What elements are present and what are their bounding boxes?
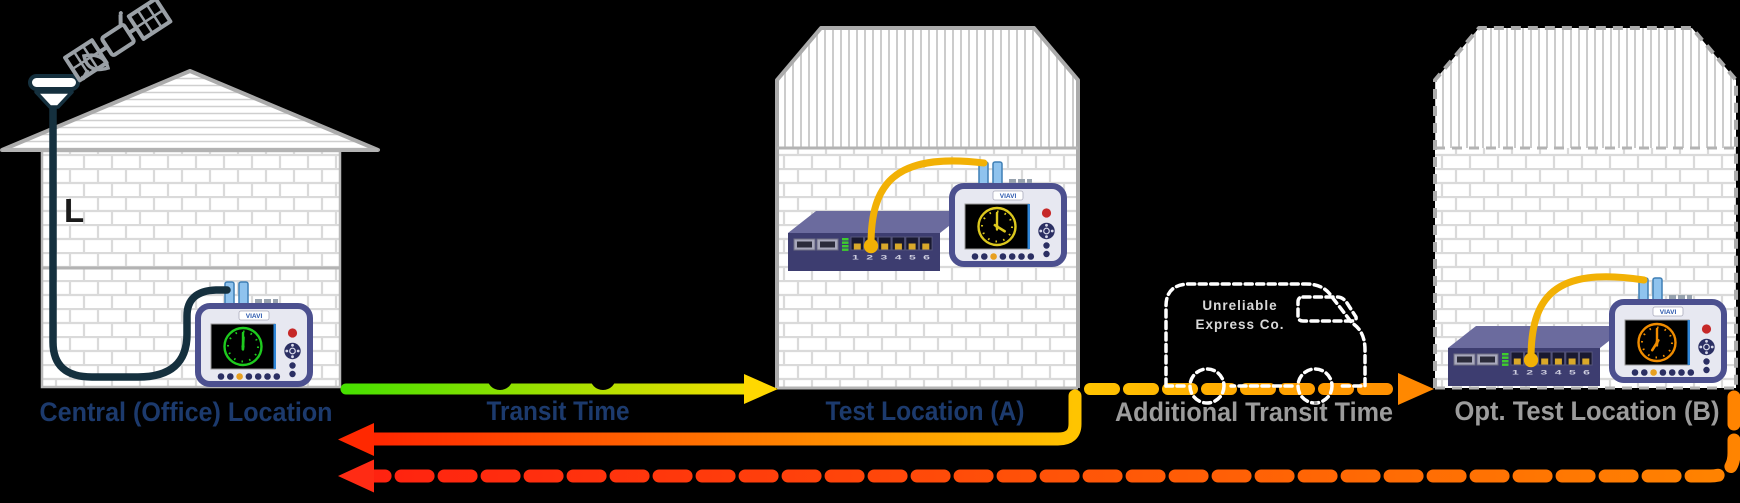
sfp-cage bbox=[1453, 353, 1499, 366]
clock-yellow bbox=[977, 206, 1017, 247]
test-device-central: VIAVI bbox=[195, 281, 313, 387]
function-button bbox=[289, 362, 296, 369]
switch-top bbox=[1448, 326, 1628, 348]
test-device-b: VIAVI bbox=[1609, 277, 1727, 383]
antenna-cable bbox=[49, 94, 231, 381]
test-device-a: VIAVI bbox=[949, 161, 1067, 267]
building-a-outline bbox=[775, 26, 1080, 388]
function-button bbox=[1703, 358, 1710, 365]
device-screen bbox=[210, 323, 276, 370]
building-b-outline bbox=[1433, 26, 1738, 388]
brand-pill bbox=[992, 190, 1024, 201]
van-text-line1: Unreliable bbox=[1202, 298, 1277, 313]
delivery-van-icon: Unreliable Express Co. bbox=[1164, 282, 1367, 405]
truck-icon bbox=[450, 302, 656, 390]
return-arrow-solid bbox=[338, 389, 1082, 456]
clock-orange bbox=[1637, 322, 1677, 363]
arrowhead-right bbox=[744, 374, 778, 404]
network-switch-b: 1 2 3 4 5 6 bbox=[1448, 326, 1628, 386]
bottom-buttons bbox=[217, 373, 281, 380]
satellite-icon bbox=[63, 0, 173, 83]
patch-cable-b bbox=[1523, 273, 1648, 368]
nav-pad bbox=[1698, 338, 1715, 356]
additional-transit-arrow-forward bbox=[1084, 373, 1434, 405]
nav-pad bbox=[1038, 222, 1055, 240]
gps-antenna-icon bbox=[28, 74, 231, 381]
screen-strip bbox=[273, 324, 276, 369]
bottom-buttons bbox=[1631, 369, 1695, 376]
label-additional-transit-time: Additional Transit Time bbox=[1115, 397, 1393, 427]
antenna-funnel bbox=[34, 90, 74, 109]
arrowhead-right bbox=[1398, 373, 1434, 405]
transit-arrow-forward bbox=[340, 374, 778, 404]
arrowhead-left bbox=[338, 459, 374, 493]
function-button bbox=[289, 370, 296, 378]
label-central-location: Central (Office) Location bbox=[40, 397, 333, 427]
top-connectors bbox=[1669, 295, 1692, 302]
nav-pad bbox=[284, 342, 301, 360]
port-numbers: 1 2 3 4 5 6 bbox=[852, 256, 932, 262]
clock-green bbox=[223, 326, 263, 367]
brand-pill bbox=[1652, 306, 1684, 317]
bottom-buttons bbox=[971, 253, 1035, 260]
brand-pill bbox=[238, 310, 270, 321]
screen-strip bbox=[1687, 320, 1690, 365]
patch-cable-a bbox=[863, 157, 988, 254]
sfp-cage bbox=[793, 238, 839, 251]
brand-label: VIAVI bbox=[1660, 309, 1677, 316]
switch-top bbox=[788, 211, 968, 233]
brand-label: VIAVI bbox=[246, 313, 263, 320]
building-b-upper bbox=[1435, 28, 1736, 148]
function-button bbox=[1043, 242, 1050, 249]
wall-letter: L bbox=[64, 192, 84, 229]
building-a-upper bbox=[777, 28, 1078, 148]
status-leds bbox=[1502, 353, 1509, 366]
return-arrow-dashed bbox=[338, 390, 1740, 493]
power-button bbox=[1041, 208, 1052, 218]
brand-label: VIAVI bbox=[1000, 193, 1017, 200]
screen-strip bbox=[1027, 204, 1030, 249]
status-leds bbox=[842, 238, 849, 251]
function-button bbox=[1043, 250, 1050, 258]
power-button bbox=[287, 328, 298, 338]
satellite-dish bbox=[80, 53, 111, 81]
label-opt-test-location-b: Opt. Test Location (B) bbox=[1455, 396, 1720, 426]
top-connectors bbox=[1009, 179, 1032, 186]
van-text-line2: Express Co. bbox=[1195, 317, 1284, 332]
function-button bbox=[1703, 366, 1710, 374]
antenna-cap bbox=[28, 74, 80, 91]
top-connectors bbox=[255, 299, 278, 306]
label-test-location-a: Test Location (A) bbox=[826, 396, 1025, 426]
power-button bbox=[1701, 324, 1712, 334]
arrowhead-left bbox=[338, 423, 374, 456]
port-numbers: 1 2 3 4 5 6 bbox=[1512, 371, 1592, 377]
label-transit-time: Transit Time bbox=[487, 396, 630, 426]
